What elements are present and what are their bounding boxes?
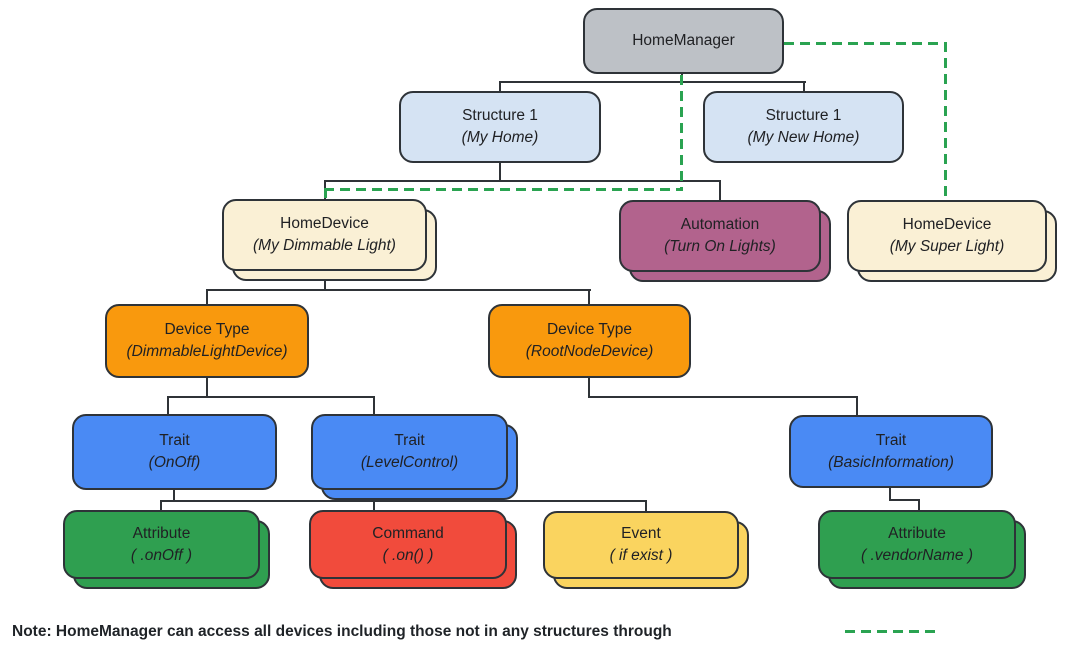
connector-rail-structures	[499, 81, 806, 83]
node-title: Trait	[875, 431, 907, 449]
node-title: HomeManager	[632, 32, 735, 49]
connector-drop-automation	[719, 180, 721, 201]
node-subtitle: (LevelControl)	[360, 454, 459, 471]
connector-rail-trait-basicinfo	[588, 396, 858, 398]
node-title: Structure 1	[765, 107, 842, 124]
dashed-link-homemanager-to-super-vertical	[944, 42, 947, 202]
node-subtitle: (My Super Light)	[889, 238, 1005, 255]
connector-drop-structure-home	[499, 81, 501, 92]
node-homedevice-my-dimmable-light: HomeDevice (My Dimmable Light)	[222, 199, 427, 271]
node-subtitle: ( .on() )	[382, 546, 434, 564]
node-subtitle: (RootNodeDevice)	[525, 343, 654, 360]
node-attribute-vendorname: Attribute ( .vendorName )	[818, 510, 1016, 579]
connector-drop-devicetype-dimmable	[206, 289, 208, 305]
node-subtitle: ( if exist )	[609, 547, 673, 564]
connector-drop-trait-onoff	[167, 396, 169, 415]
node-command-on: Command ( .on() )	[309, 510, 507, 579]
node-structure-my-home: Structure 1 (My Home)	[399, 91, 601, 163]
node-title: Device Type	[164, 321, 250, 338]
connector-jog-attribute-vendorname	[889, 499, 920, 501]
connector-drop-attribute-onoff	[160, 500, 162, 511]
node-title: Event	[621, 525, 661, 542]
connector-devicetype-rootnode-drop	[588, 377, 590, 398]
node-devicetype-dimmablelightdevice: Device Type (DimmableLightDevice)	[105, 304, 309, 378]
node-title: Attribute	[132, 524, 191, 542]
node-subtitle: (My Dimmable Light)	[253, 237, 396, 254]
node-title: Attribute	[888, 524, 946, 542]
node-trait-onoff: Trait (OnOff)	[72, 414, 277, 490]
footnote-text: Note: HomeManager can access all devices…	[12, 623, 672, 640]
dashed-link-homemanager-to-super-horizontal	[784, 42, 947, 45]
connector-structure-home-drop	[499, 162, 501, 182]
connector-rail-structure-children	[324, 180, 721, 182]
node-structure-my-new-home: Structure 1 (My New Home)	[703, 91, 904, 163]
dashed-link-homemanager-to-dimmable-horizontal	[324, 188, 683, 191]
node-title: Trait	[394, 432, 425, 449]
connector-rail-trait-children	[160, 500, 647, 502]
node-home-manager: HomeManager	[583, 8, 784, 74]
node-subtitle: (Turn On Lights)	[664, 238, 776, 255]
node-subtitle: (BasicInformation)	[828, 453, 954, 471]
node-devicetype-rootnodedevice: Device Type (RootNodeDevice)	[488, 304, 691, 378]
connector-drop-attribute-vendorname	[918, 499, 920, 511]
connector-drop-trait-levelcontrol	[373, 396, 375, 415]
node-homedevice-my-super-light: HomeDevice (My Super Light)	[847, 200, 1047, 272]
node-trait-basicinformation: Trait (BasicInformation)	[789, 415, 993, 488]
dashed-link-homemanager-to-dimmable-vertical	[680, 75, 683, 191]
connector-rail-devicetypes	[206, 289, 591, 291]
node-title: Structure 1	[462, 107, 538, 124]
node-subtitle: (My New Home)	[747, 129, 860, 146]
node-title: Trait	[159, 432, 190, 449]
dashed-link-homemanager-to-dimmable-tick	[324, 188, 327, 201]
node-subtitle: (My Home)	[461, 129, 539, 146]
connector-trait-basicinfo-drop	[889, 487, 891, 501]
node-event-if-exist: Event ( if exist )	[543, 511, 739, 579]
connector-drop-event	[645, 500, 647, 512]
node-title: Command	[372, 524, 444, 542]
footnote-dashed-line-sample	[845, 630, 937, 633]
node-attribute-onoff: Attribute ( .onOff )	[63, 510, 260, 579]
connector-trait-onoff-drop	[173, 489, 175, 502]
connector-drop-command-on	[373, 500, 375, 511]
node-title: Device Type	[546, 321, 632, 338]
connector-devicetype-dimmable-drop	[206, 377, 208, 398]
node-automation-turn-on-lights: Automation (Turn On Lights)	[619, 200, 821, 272]
node-title: HomeDevice	[280, 215, 369, 232]
node-title: Automation	[680, 216, 760, 233]
node-subtitle: ( .vendorName )	[861, 546, 973, 564]
node-trait-levelcontrol: Trait (LevelControl)	[311, 414, 508, 490]
node-subtitle: (DimmableLightDevice)	[126, 343, 288, 360]
node-subtitle: (OnOff)	[148, 454, 201, 471]
connector-rail-traits-left	[167, 396, 375, 398]
connector-drop-trait-basicinfo	[856, 396, 858, 416]
node-title: HomeDevice	[902, 216, 992, 233]
node-subtitle: ( .onOff )	[130, 546, 193, 564]
connector-drop-devicetype-rootnode	[588, 289, 590, 305]
connector-drop-structure-new-home	[803, 81, 805, 92]
